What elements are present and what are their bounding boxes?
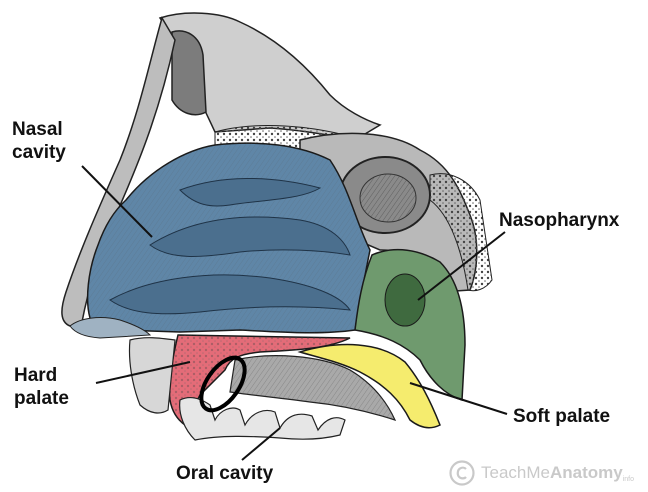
soft-palate-pointer (409, 382, 508, 415)
copyright-logo-icon (449, 460, 475, 486)
middle-concha (149, 216, 351, 257)
nasopharynx-pointer (417, 231, 506, 301)
hard-palate-texture (169, 335, 350, 425)
watermark-suffix: info (622, 476, 635, 483)
soft-palate-label: Soft palate (513, 406, 611, 427)
frontal-sinus (171, 30, 207, 116)
upper-lip (128, 337, 176, 414)
nasal-cavity-label-line1: Nasal (12, 119, 63, 140)
nasal-cavity-label-line2: cavity (12, 142, 66, 163)
tongue-texture (230, 355, 395, 420)
nasopharynx-label: Nasopharynx (499, 210, 620, 231)
nasal-cavity-label: Nasal cavity (12, 118, 66, 164)
inferior-concha (109, 274, 352, 315)
soft-palate-region (297, 343, 441, 429)
hard-palate-label: Hard palate (14, 364, 69, 410)
oral-cavity-highlight (199, 355, 247, 413)
sphenoid-sinus-inner (359, 173, 417, 223)
nasal-cavity-pointer (81, 165, 153, 238)
teachmeanatomy-watermark: TeachMeAnatomyinfo (449, 458, 634, 488)
oral-cavity-label: Oral cavity (176, 463, 274, 484)
hard-palate-label-line2: palate (14, 388, 69, 409)
hard-palate-pointer (95, 361, 191, 384)
nasal-bone-ridge (61, 16, 176, 327)
oral-cavity-pointer (241, 427, 281, 461)
hard-palate-label-line1: Hard (14, 365, 58, 386)
watermark-prefix: TeachMe (481, 463, 550, 482)
clivus (429, 173, 493, 292)
watermark-brand: Anatomy (549, 463, 623, 482)
superior-concha (179, 178, 322, 207)
watermark-text: TeachMeAnatomyinfo (481, 463, 634, 483)
pharyngeal-tonsil (384, 273, 426, 327)
teeth-row (179, 396, 346, 441)
nostril (69, 317, 152, 339)
